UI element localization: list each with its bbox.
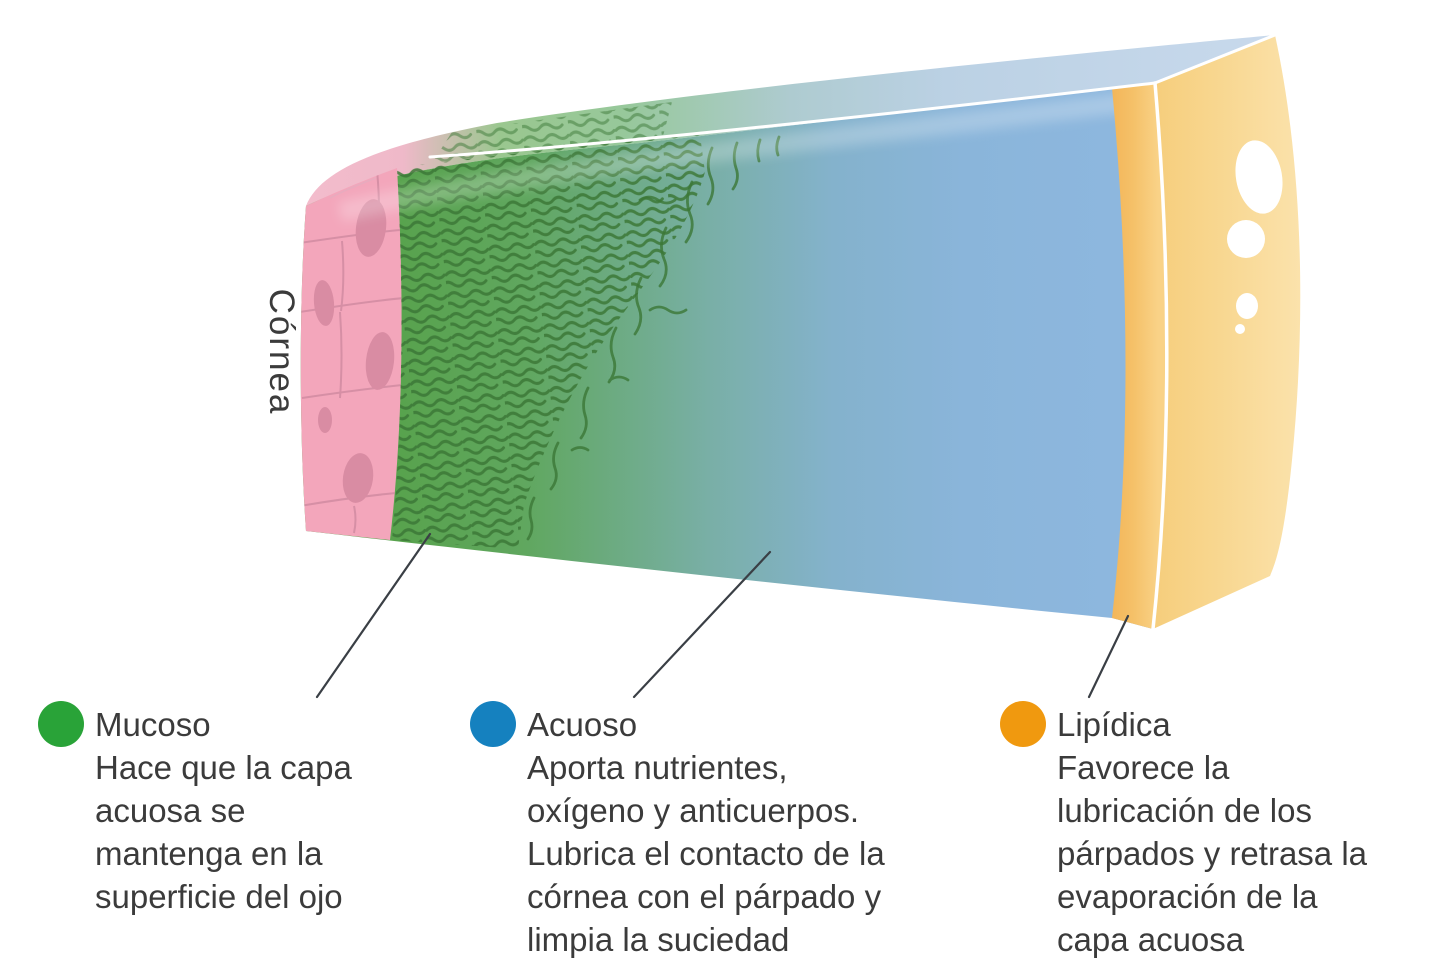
mucoso-color-dot bbox=[38, 701, 84, 747]
leader-line-mucoso bbox=[315, 532, 432, 699]
acuoso-description: Aporta nutrientes, oxígeno y anticuerpos… bbox=[527, 749, 885, 958]
leader-line-lipidica bbox=[1087, 614, 1130, 699]
cornea-epithelium-layer bbox=[300, 168, 402, 540]
lipidica-title: Lipídica bbox=[1057, 706, 1171, 743]
legend-text-acuoso: Acuoso Aporta nutrientes, oxígeno y anti… bbox=[527, 701, 930, 961]
lipid-layer-side-face bbox=[1153, 35, 1301, 629]
cornea-cell-membranes bbox=[300, 169, 402, 534]
leader-lines bbox=[315, 532, 1130, 699]
lipid-bubbles bbox=[1227, 140, 1283, 334]
legend-item-mucoso: Mucoso Hace que la capa acuosa se manten… bbox=[38, 701, 368, 918]
mucoso-description: Hace que la capa acuosa se mantenga en l… bbox=[95, 749, 352, 915]
legend-text-mucoso: Mucoso Hace que la capa acuosa se manten… bbox=[95, 701, 368, 918]
lipidica-description: Favorece la lubricación de los párpados … bbox=[1057, 749, 1368, 958]
legend-item-acuoso: Acuoso Aporta nutrientes, oxígeno y anti… bbox=[470, 701, 930, 961]
tear-film-top-face bbox=[306, 35, 1275, 206]
legend-item-lipidica: Lipídica Favorece la lubricación de los … bbox=[1000, 701, 1400, 961]
slab-edge-lines bbox=[428, 33, 1277, 631]
mucoso-title: Mucoso bbox=[95, 706, 211, 743]
mucous-top-face-texture bbox=[432, 102, 672, 163]
leader-line-acuoso bbox=[632, 550, 772, 699]
acuoso-title: Acuoso bbox=[527, 706, 638, 743]
legend-text-lipidica: Lipídica Favorece la lubricación de los … bbox=[1057, 701, 1400, 961]
cornea-label: Córnea bbox=[262, 288, 301, 416]
mucous-layer-texture bbox=[392, 102, 781, 549]
lipid-layer-front-band bbox=[1112, 83, 1167, 629]
lipidica-color-dot bbox=[1000, 701, 1046, 747]
acuoso-color-dot bbox=[470, 701, 516, 747]
ridge-highlight bbox=[337, 90, 1150, 222]
